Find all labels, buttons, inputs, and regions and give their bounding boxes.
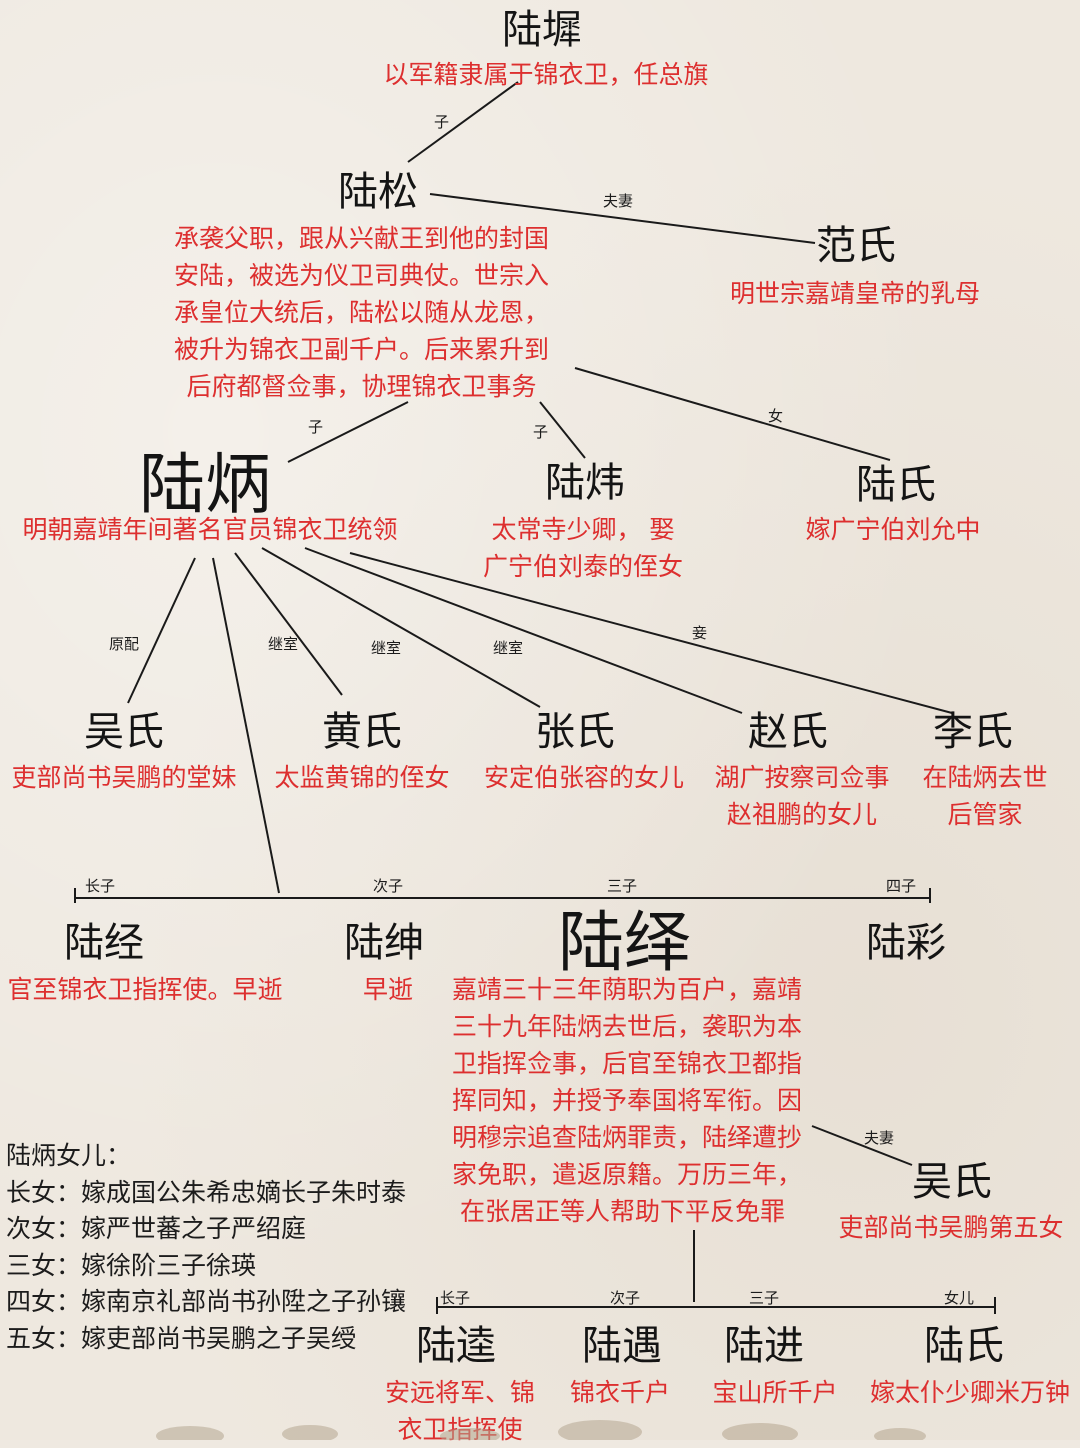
daughter-item: 次女：嫁严世蕃之子严绍庭 xyxy=(6,1214,307,1243)
person-name: 范氏 xyxy=(816,223,896,269)
label-second-wife: 继室 xyxy=(371,639,402,657)
person-name: 张氏 xyxy=(535,709,615,755)
line-lusong-lushi xyxy=(574,367,891,461)
person-desc: 太监黄锦的侄女 xyxy=(274,763,450,792)
line-luyi-wushi xyxy=(811,1125,913,1166)
person-name: 陆墀 xyxy=(502,7,582,53)
line-lubing-huangshi xyxy=(234,552,343,696)
line-luwo-lusong xyxy=(407,81,519,163)
label-first-wife: 原配 xyxy=(109,635,140,653)
label-son: 子 xyxy=(533,423,549,441)
person-name: 黄氏 xyxy=(322,709,402,755)
person-name: 陆彩 xyxy=(866,920,946,966)
person-name: 陆进 xyxy=(724,1323,804,1369)
line-lubing-lishi xyxy=(349,552,953,714)
label-spouse: 夫妻 xyxy=(864,1129,895,1147)
person-desc: 宝山所千户 xyxy=(712,1378,838,1407)
person-desc: 在陆炳去世 后管家 xyxy=(922,763,1048,829)
daughter-item: 长女：嫁成国公朱希忠嫡长子朱时泰 xyxy=(6,1177,407,1207)
decorative-ink-bottom xyxy=(156,1420,926,1440)
daughters-list: 陆炳女儿： 长女：嫁成国公朱希忠嫡长子朱时泰 次女：嫁严世蕃之子严绍庭 三女：嫁… xyxy=(6,1138,406,1357)
person-name: 陆氏 xyxy=(924,1323,1004,1369)
person-name: 赵氏 xyxy=(748,709,828,755)
line-lubing-zhangshi xyxy=(261,547,541,708)
label-spouse: 夫妻 xyxy=(603,192,634,210)
person-name: 陆经 xyxy=(64,920,144,966)
person-desc: 湖广按察司佥事 赵祖鹏的女儿 xyxy=(714,763,890,829)
daughter-item: 三女：嫁徐阶三子徐瑛 xyxy=(6,1250,257,1280)
person-desc: 吏部尚书吴鹏第五女 xyxy=(838,1213,1064,1242)
person-desc: 承袭父职，跟从兴献王到他的封国 安陆，被选为仪卫司典仗。世宗入 承皇位大统后，陆… xyxy=(174,224,550,401)
label-daughter: 女儿 xyxy=(944,1289,975,1307)
label-daughter: 女 xyxy=(768,407,784,425)
daughter-item: 四女：嫁南京礼部尚书孙陞之子孙镶 xyxy=(6,1287,407,1316)
person-name: 陆逵 xyxy=(416,1323,496,1369)
person-name: 吴氏 xyxy=(84,709,164,755)
person-name: 陆炳 xyxy=(139,446,271,523)
label-second-son: 次子 xyxy=(610,1289,641,1307)
daughter-item: 五女：嫁吏部尚书吴鹏之子吴绶 xyxy=(6,1323,357,1353)
person-desc: 太常寺少卿， 娶 广宁伯刘泰的侄女 xyxy=(482,515,684,581)
person-name: 李氏 xyxy=(933,709,1013,755)
person-desc: 锦衣千户 xyxy=(569,1378,671,1407)
person-name: 陆炜 xyxy=(545,460,625,506)
label-eldest-son: 长子 xyxy=(85,877,116,895)
person-desc: 安定伯张容的女儿 xyxy=(483,763,685,792)
line-lubing-zhaoshi xyxy=(304,547,743,714)
person-desc: 以军籍隶属于锦衣卫，任总旗 xyxy=(383,60,709,89)
person-name: 陆绎 xyxy=(558,904,690,981)
person-desc: 嫁太仆少卿米万钟 xyxy=(869,1378,1071,1407)
label-second-son: 次子 xyxy=(373,877,404,895)
line-lubing-sons xyxy=(212,557,280,894)
person-desc: 官至锦衣卫指挥使。早逝 xyxy=(7,975,283,1004)
label-concubine: 妾 xyxy=(692,624,708,642)
person-name: 陆绅 xyxy=(344,920,424,966)
line-lusong-lubing xyxy=(287,401,409,463)
person-desc: 嘉靖三十三年荫职为百户，嘉靖 三十九年陆炳去世后，袭职为本 卫指挥佥事，后官至锦… xyxy=(452,975,803,1226)
line-lusong-luwei xyxy=(539,401,586,459)
label-son: 子 xyxy=(434,113,450,131)
person-name: 陆氏 xyxy=(856,462,936,508)
label-fourth-son: 四子 xyxy=(886,877,917,895)
label-third-son: 三子 xyxy=(749,1289,780,1307)
person-name: 陆松 xyxy=(338,169,418,215)
line-lubing-wushi xyxy=(127,557,196,704)
label-eldest-son: 长子 xyxy=(440,1289,471,1307)
line-lusong-fanshi xyxy=(429,193,816,244)
person-desc: 嫁广宁伯刘允中 xyxy=(805,515,981,544)
person-desc: 明朝嘉靖年间著名官员锦衣卫统领 xyxy=(22,515,398,544)
label-second-wife: 继室 xyxy=(493,639,524,657)
label-second-wife: 继室 xyxy=(268,635,299,653)
person-desc: 吏部尚书吴鹏的堂妹 xyxy=(11,763,237,792)
label-son: 子 xyxy=(308,418,324,436)
person-name: 吴氏 xyxy=(912,1159,992,1205)
person-desc: 早逝 xyxy=(362,975,414,1004)
label-third-son: 三子 xyxy=(607,877,638,895)
daughters-heading: 陆炳女儿： xyxy=(6,1141,132,1170)
person-name: 陆遇 xyxy=(582,1323,662,1369)
person-desc: 明世宗嘉靖皇帝的乳母 xyxy=(729,279,981,308)
